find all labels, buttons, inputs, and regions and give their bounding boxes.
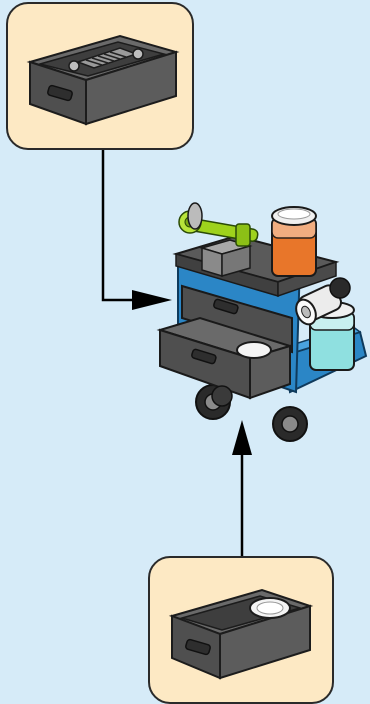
orange-jar [272, 207, 316, 276]
arrow-top-to-cart [103, 150, 172, 310]
wheel-icon [273, 407, 307, 441]
white-plate-icon [237, 342, 271, 358]
arrow-bottom-to-cart [232, 420, 252, 556]
lab-cart [160, 203, 366, 441]
wheel-icon [212, 386, 232, 406]
